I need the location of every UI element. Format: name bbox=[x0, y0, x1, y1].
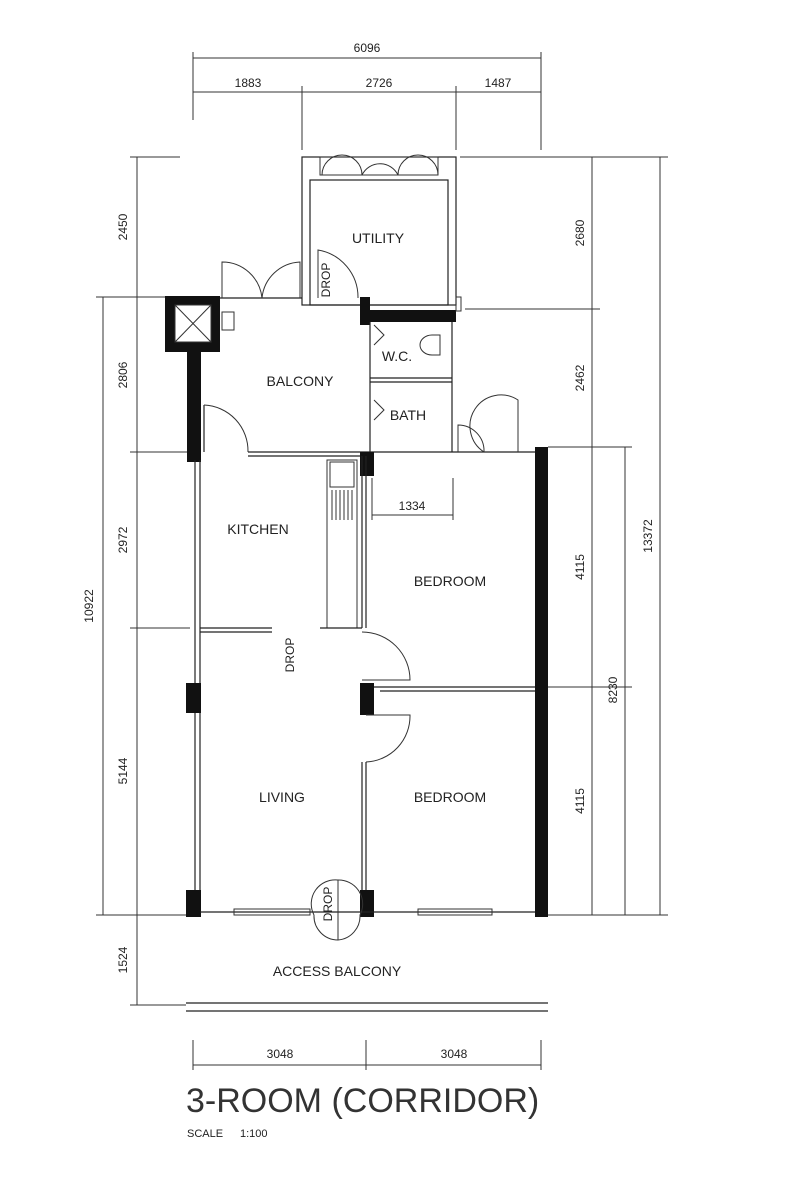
drop-label-utility: DROP bbox=[319, 263, 333, 298]
dim-top-3: 1487 bbox=[485, 76, 512, 90]
left-dimensions: 2450 2806 2972 5144 1524 10922 bbox=[82, 156, 190, 1006]
top-dimensions: 6096 1883 2726 1487 bbox=[192, 41, 542, 150]
dim-left-total: 10922 bbox=[82, 589, 96, 623]
room-living: LIVING bbox=[259, 789, 305, 805]
dim-right-1: 2680 bbox=[573, 219, 587, 246]
bottom-dimensions: 3048 3048 bbox=[192, 1040, 542, 1070]
right-dimensions: 2680 2462 4115 4115 8230 13372 bbox=[460, 156, 668, 916]
room-bath: BATH bbox=[390, 407, 426, 423]
dim-left-5: 1524 bbox=[116, 946, 130, 973]
dim-top-1: 1883 bbox=[235, 76, 262, 90]
dim-right-total: 13372 bbox=[641, 519, 655, 553]
room-balcony: BALCONY bbox=[267, 373, 335, 389]
scale-label: SCALE bbox=[187, 1128, 223, 1140]
dim-bath-width: 1334 bbox=[399, 499, 426, 513]
dim-right-2: 2462 bbox=[573, 364, 587, 391]
dim-left-1: 2450 bbox=[116, 213, 130, 240]
dim-right-4: 4115 bbox=[573, 788, 587, 814]
room-wc: W.C. bbox=[382, 348, 412, 364]
room-bedroom-2: BEDROOM bbox=[414, 789, 486, 805]
walls: 1334 bbox=[165, 154, 548, 1012]
dim-top-2: 2726 bbox=[366, 76, 393, 90]
scale-value: 1:100 bbox=[240, 1128, 268, 1140]
dim-right-3: 4115 bbox=[573, 554, 587, 580]
dim-left-4: 5144 bbox=[116, 757, 130, 784]
dim-bottom-2: 3048 bbox=[441, 1047, 468, 1061]
dim-top-total: 6096 bbox=[354, 41, 381, 55]
room-kitchen: KITCHEN bbox=[227, 521, 288, 537]
room-labels: UTILITY W.C. BALCONY BATH KITCHEN BEDROO… bbox=[227, 230, 486, 979]
room-utility: UTILITY bbox=[352, 230, 405, 246]
drop-label-living: DROP bbox=[283, 638, 297, 673]
dim-left-2: 2806 bbox=[116, 361, 130, 388]
plan-title: 3-ROOM (CORRIDOR) bbox=[186, 1082, 539, 1120]
room-bedroom-1: BEDROOM bbox=[414, 573, 486, 589]
dim-right-mid: 8230 bbox=[606, 676, 620, 703]
dim-bottom-1: 3048 bbox=[267, 1047, 294, 1061]
drop-label-entrance: DROP bbox=[321, 887, 335, 922]
room-access-balcony: ACCESS BALCONY bbox=[273, 963, 402, 979]
dim-left-3: 2972 bbox=[116, 526, 130, 553]
